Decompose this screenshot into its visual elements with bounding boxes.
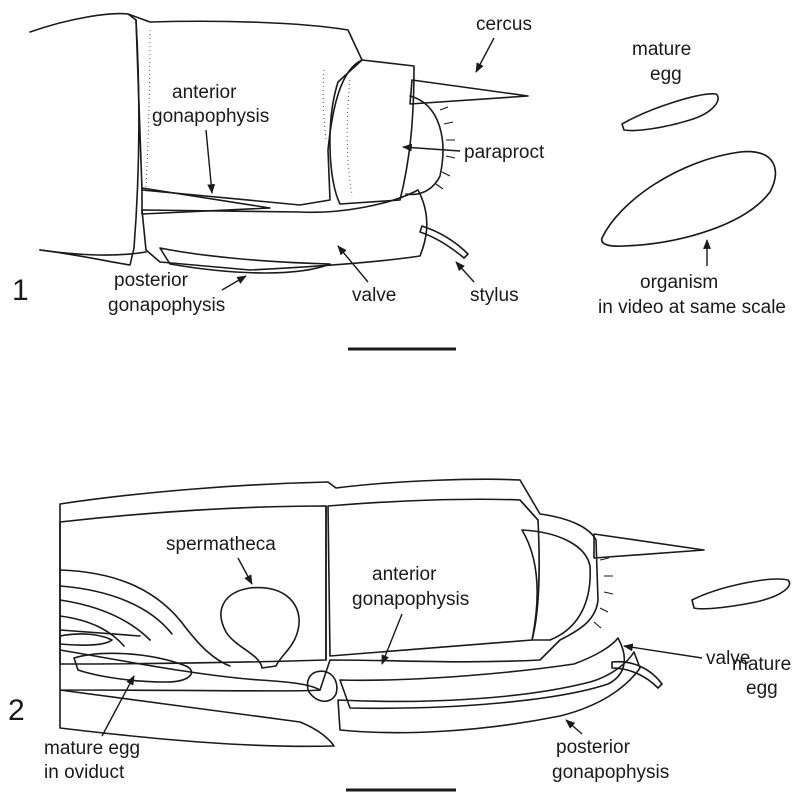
label-organism-line1: organism <box>640 272 718 293</box>
figure-2-mature-egg <box>692 579 790 609</box>
label-anterior-gonapophysis-1-line2: gonapophysis <box>152 106 269 127</box>
label-stylus: stylus <box>470 285 519 306</box>
figure-1-mature-egg <box>622 94 718 131</box>
arrow-cercus <box>476 38 494 72</box>
label-posterior-gonapophysis-1-line2: gonapophysis <box>108 295 225 316</box>
arrow-anterior-gonapophysis-1 <box>206 130 212 193</box>
figure-1-organism <box>602 152 776 247</box>
label-mature-egg-2-line1: mature <box>732 654 791 675</box>
label-posterior-gonapophysis-2-line1: posterior <box>556 737 631 758</box>
label-valve-1: valve <box>352 285 396 306</box>
arrow-spermatheca <box>238 558 252 584</box>
figure-2-number: 2 <box>8 694 25 727</box>
label-mature-egg-oviduct-line1: mature egg <box>44 738 140 759</box>
arrow-stylus <box>456 262 474 282</box>
arrow-mature-egg-oviduct <box>102 676 134 736</box>
arrow-paraproct <box>403 147 460 151</box>
arrow-anterior-gonapophysis-2 <box>382 614 402 664</box>
label-mature-egg-1-line1: mature <box>632 39 691 60</box>
label-anterior-gonapophysis-1-line1: anterior <box>172 82 237 103</box>
figure-1-drawing <box>30 14 528 349</box>
label-posterior-gonapophysis-2-line2: gonapophysis <box>552 762 669 783</box>
label-posterior-gonapophysis-1-line1: posterior <box>114 270 189 291</box>
label-organism-line2: in video at same scale <box>598 297 786 318</box>
label-anterior-gonapophysis-2-line1: anterior <box>372 564 437 585</box>
label-anterior-gonapophysis-2-line2: gonapophysis <box>352 589 469 610</box>
arrow-posterior-gonapophysis-2 <box>566 720 582 734</box>
label-cercus: cercus <box>476 14 532 35</box>
label-mature-egg-2-line2: egg <box>746 678 778 699</box>
figure-1-number: 1 <box>12 274 29 307</box>
arrow-posterior-gonapophysis-1 <box>222 276 246 290</box>
label-mature-egg-1-line2: egg <box>650 64 682 85</box>
label-mature-egg-oviduct-line2: in oviduct <box>44 762 125 783</box>
label-paraproct: paraproct <box>464 142 545 163</box>
label-spermatheca: spermatheca <box>166 534 276 555</box>
